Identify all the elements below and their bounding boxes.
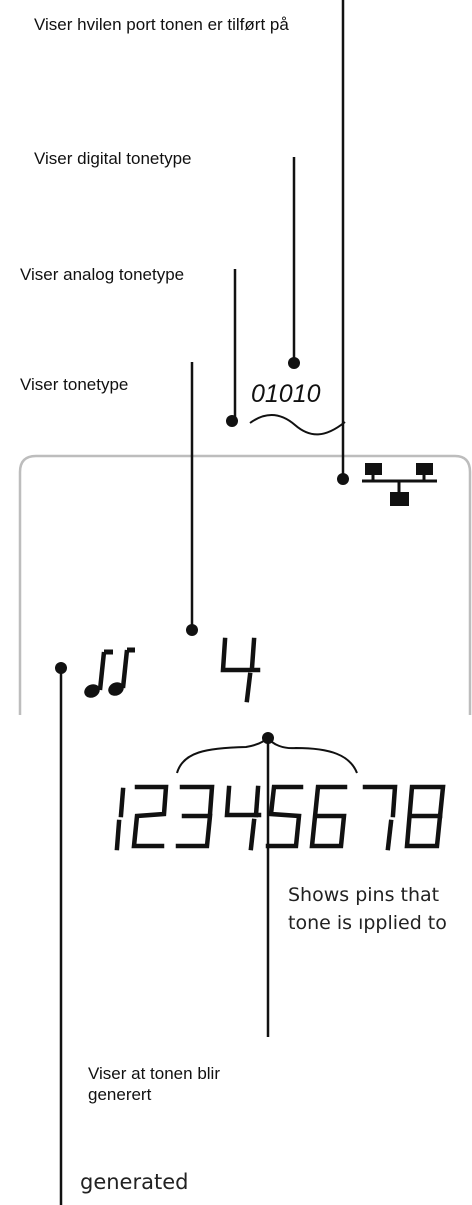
port-annotation-text: Viser hvilen port tonen er tilført på bbox=[34, 15, 289, 34]
digital-pattern-text: 01010 bbox=[251, 380, 321, 408]
analog-leader-dot bbox=[226, 415, 238, 427]
music-notes-icon bbox=[84, 647, 135, 698]
pin-digit-6 bbox=[309, 784, 348, 849]
pin-digit-5 bbox=[265, 784, 304, 849]
pin-digits bbox=[114, 784, 446, 851]
pin-digit-2 bbox=[131, 784, 169, 849]
network-port-icon bbox=[362, 463, 437, 506]
digital-annotation: Viser digital tonetype bbox=[34, 148, 234, 169]
wave-icon bbox=[249, 414, 346, 436]
digital-leader-dot bbox=[288, 357, 300, 369]
pins-annotation-text: Shows pins that tone is ıpplied to bbox=[288, 884, 447, 934]
lcd-frame bbox=[18, 454, 472, 715]
digital-annotation-text: Viser digital tonetype bbox=[34, 149, 192, 168]
tonetype-annotation: Viser tonetype bbox=[20, 374, 130, 395]
analog-annotation: Viser analog tonetype bbox=[20, 264, 220, 285]
generated-annotation-en: generated bbox=[80, 1168, 188, 1196]
port-annotation: Viser hvilen port tonen er tilført på bbox=[34, 14, 334, 35]
port-leader-dot bbox=[337, 473, 349, 485]
tonetype-annotation-text: Viser tonetype bbox=[20, 375, 129, 394]
pin-digit-3 bbox=[175, 784, 215, 849]
analog-annotation-text: Viser analog tonetype bbox=[20, 265, 185, 284]
pin-digit-4 bbox=[224, 785, 262, 851]
tone-cadence-digit bbox=[220, 637, 261, 703]
pin-digit-1 bbox=[114, 787, 126, 851]
generated-annotation: Viser at tonen blir generert bbox=[88, 1063, 263, 1105]
pin-digit-8 bbox=[404, 784, 446, 849]
pins-annotation: Shows pins that tone is ıpplied to bbox=[288, 881, 468, 937]
tonetype-leader-dot bbox=[186, 624, 198, 636]
generated-leader-dot bbox=[55, 662, 67, 674]
pin-digit-7 bbox=[362, 784, 398, 851]
generated-annotation-en-text: generated bbox=[80, 1170, 189, 1194]
pin-group-bracket bbox=[176, 736, 358, 774]
generated-annotation-text: Viser at tonen blir generert bbox=[88, 1064, 220, 1104]
